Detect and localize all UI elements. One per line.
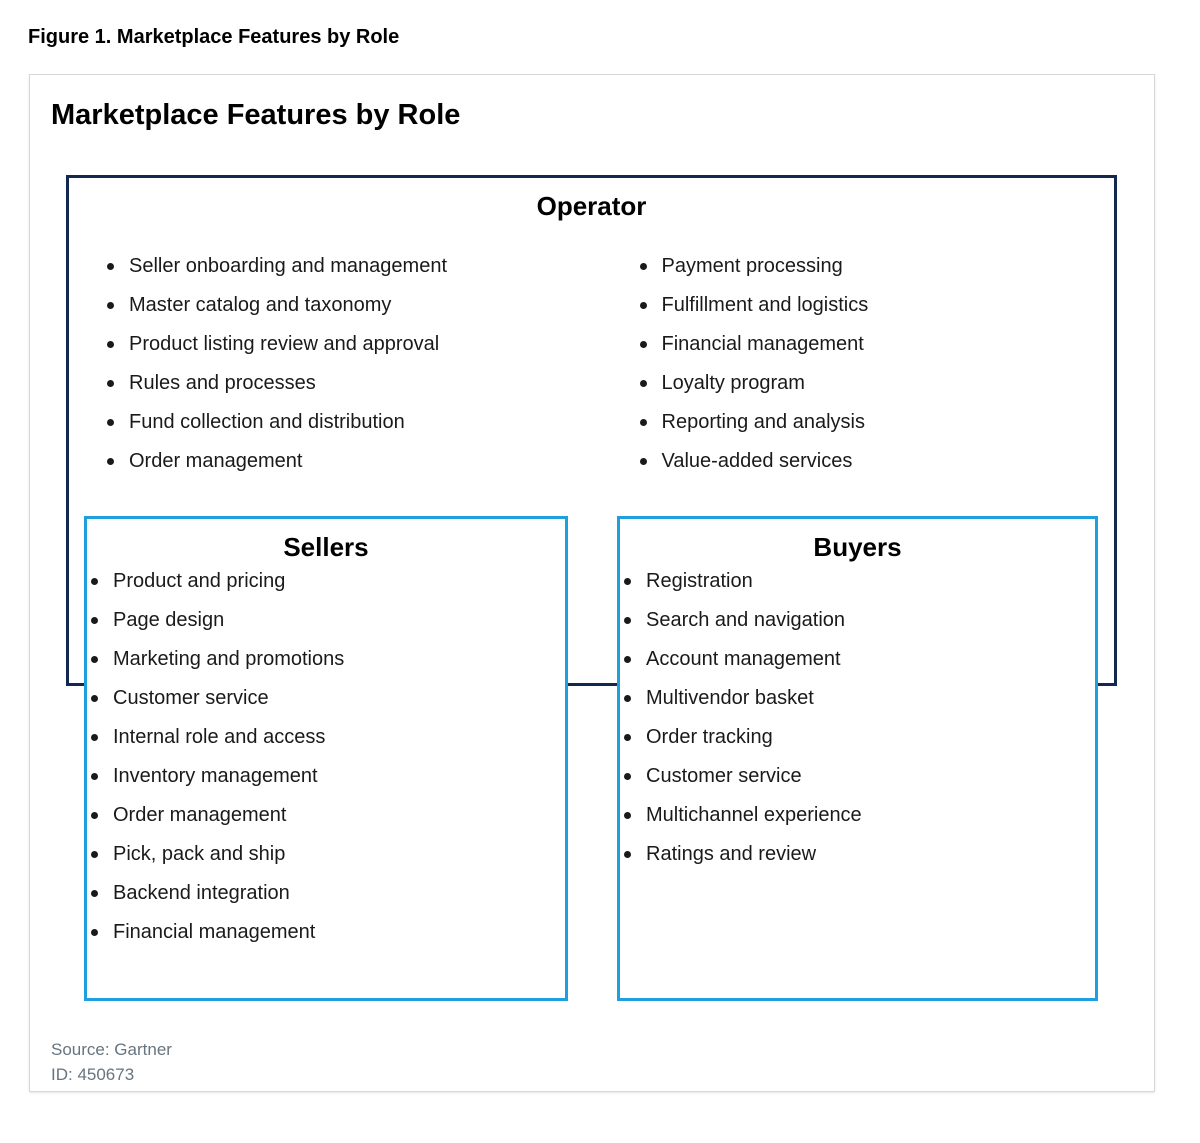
list-item: Financial management [87,913,565,952]
list-item: Reporting and analysis [636,403,1115,442]
list-item: Fund collection and distribution [103,403,592,442]
list-item: Inventory management [87,757,565,796]
list-item: Page design [87,601,565,640]
list-item: Master catalog and taxonomy [103,286,592,325]
buyers-title: Buyers [813,532,902,562]
figure-panel: Marketplace Features by Role Operator Se… [29,74,1155,1092]
buyers-list: Registration Search and navigation Accou… [620,562,1095,874]
list-item: Ratings and review [620,835,1095,874]
source-attribution: Source: Gartner ID: 450673 [51,1037,172,1087]
buyers-box: Buyers Registration Search and navigatio… [617,516,1098,1001]
list-item: Seller onboarding and management [103,247,592,286]
operator-title: Operator [536,191,647,221]
figure-label: Figure 1. Marketplace Features by Role [28,26,400,48]
list-item: Account management [620,640,1095,679]
list-item: Product and pricing [87,562,565,601]
list-item: Internal role and access [87,718,565,757]
list-item: Order management [103,442,592,481]
list-item: Order tracking [620,718,1095,757]
list-item: Pick, pack and ship [87,835,565,874]
list-item: Backend integration [87,874,565,913]
list-item: Fulfillment and logistics [636,286,1115,325]
list-item: Search and navigation [620,601,1095,640]
operator-list-right: Payment processing Fulfillment and logis… [592,247,1115,481]
list-item: Customer service [87,679,565,718]
operator-box: Operator Seller onboarding and managemen… [66,175,1117,686]
operator-columns: Seller onboarding and management Master … [69,247,1114,481]
source-line: Source: Gartner [51,1040,172,1059]
list-item: Rules and processes [103,364,592,403]
list-item: Value-added services [636,442,1115,481]
list-item: Product listing review and approval [103,325,592,364]
list-item: Multivendor basket [620,679,1095,718]
list-item: Order management [87,796,565,835]
list-item: Loyalty program [636,364,1115,403]
sellers-list: Product and pricing Page design Marketin… [87,562,565,952]
sellers-box: Sellers Product and pricing Page design … [84,516,568,1001]
list-item: Customer service [620,757,1095,796]
id-line: ID: 450673 [51,1065,135,1084]
panel-title: Marketplace Features by Role [51,99,461,131]
list-item: Financial management [636,325,1115,364]
sellers-title: Sellers [283,532,369,562]
list-item: Multichannel experience [620,796,1095,835]
list-item: Registration [620,562,1095,601]
operator-list-left: Seller onboarding and management Master … [69,247,592,481]
list-item: Payment processing [636,247,1115,286]
list-item: Marketing and promotions [87,640,565,679]
